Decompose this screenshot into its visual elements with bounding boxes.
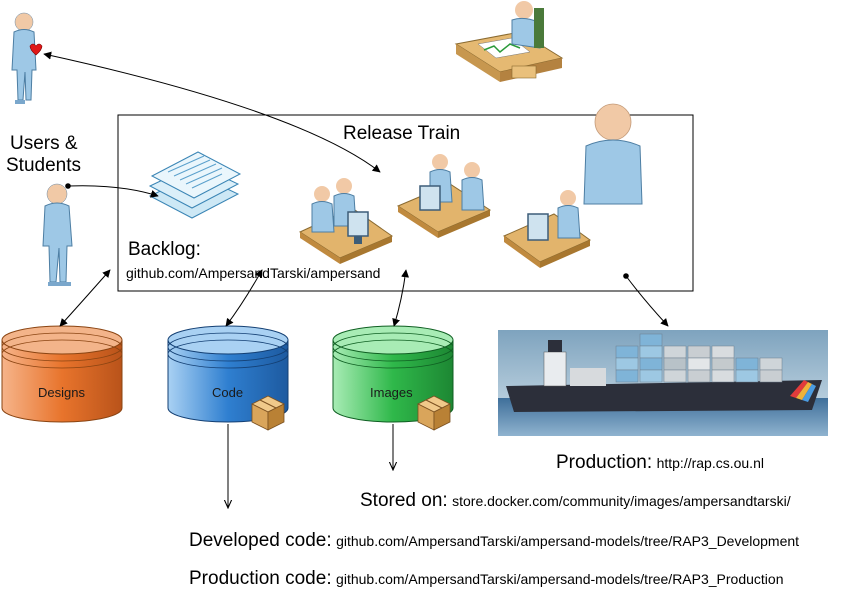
- manager-at-desk-icon: [454, 1, 564, 82]
- product-owner-icon: [583, 103, 643, 205]
- release-train-title: Release Train: [343, 123, 461, 144]
- designs-cylinder: [1, 325, 123, 423]
- connector-student-to-backlog: [65, 183, 159, 198]
- stored-on-url: store.docker.com/community/images/ampers…: [452, 493, 791, 509]
- connector-backlog-to-code: [225, 269, 263, 327]
- backlog-title: Backlog:: [128, 239, 201, 260]
- stored-on-row: Stored on: store.docker.com/community/im…: [360, 491, 791, 510]
- images-package-icon: [417, 395, 451, 431]
- designs-cylinder-label: Designs: [38, 385, 85, 400]
- connector-backlog-to-designs: [59, 269, 111, 327]
- production-code-url: github.com/AmpersandTarski/ampersand-mod…: [336, 571, 784, 587]
- users-label-line2: Students: [6, 155, 81, 176]
- images-cylinder-label: Images: [370, 385, 413, 400]
- connector-users-to-release-train: [43, 51, 381, 173]
- production-label: Production:: [556, 452, 653, 473]
- code-package-icon: [251, 395, 285, 431]
- connector-train-to-production: [623, 273, 669, 327]
- dev-team-2-icon: [396, 154, 492, 238]
- production-code-row: Production code: github.com/AmpersandTar…: [189, 569, 784, 588]
- dev-team-1-icon: [298, 178, 394, 264]
- production-code-label: Production code:: [189, 568, 332, 589]
- users-label-line1: Users &: [10, 133, 78, 154]
- production-url: http://rap.cs.ou.nl: [656, 455, 764, 471]
- developed-code-url: github.com/AmpersandTarski/ampersand-mod…: [336, 533, 800, 549]
- dev-team-3-icon: [502, 190, 592, 268]
- production-ship-image: [498, 330, 828, 436]
- user-figure-icon: [11, 12, 43, 104]
- stored-on-label: Stored on:: [360, 490, 448, 511]
- backlog-documents-icon: [148, 151, 242, 219]
- production-row: Production: http://rap.cs.ou.nl: [556, 453, 764, 472]
- connector-train-to-images: [392, 269, 410, 327]
- developed-code-label: Developed code:: [189, 530, 332, 551]
- student-figure-icon: [42, 183, 73, 286]
- code-cylinder-label: Code: [212, 385, 244, 400]
- developed-code-row: Developed code: github.com/AmpersandTars…: [189, 531, 799, 550]
- backlog-url: github.com/AmpersandTarski/ampersand: [126, 265, 381, 281]
